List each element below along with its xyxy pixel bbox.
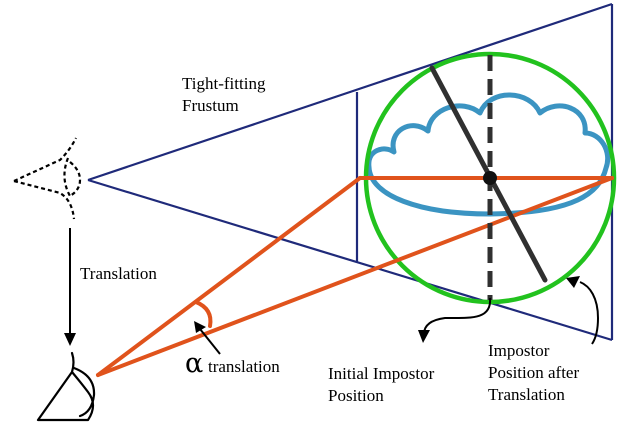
- initial-impostor-label-line1: Initial Impostor: [328, 364, 435, 383]
- alpha-translation-label: translation: [208, 357, 280, 376]
- translation-arrow: [64, 228, 76, 346]
- translated-sightline-upper: [96, 176, 362, 377]
- sphere-center-dot: [483, 171, 497, 185]
- after-translation-label-line3: Translation: [488, 385, 565, 404]
- alpha-symbol: α: [185, 348, 203, 379]
- initial-impostor-pointer: [418, 297, 492, 343]
- frustum: [87, 2, 614, 342]
- translation-label: Translation: [80, 264, 157, 283]
- frustum-label-line2: Frustum: [182, 96, 239, 115]
- after-translation-label-line2: Position after: [488, 363, 579, 382]
- frustum-bottom-edge: [87, 178, 613, 342]
- after-translation-label-line1: Impostor: [488, 341, 550, 360]
- initial-eye-icon: [13, 137, 82, 220]
- translated-eye-icon: [36, 351, 96, 422]
- frustum-label-line1: Tight-fitting: [182, 74, 266, 93]
- alpha-pointer: [194, 321, 221, 355]
- initial-impostor-label-line2: Position: [328, 386, 384, 405]
- frustum-top-edge: [87, 2, 613, 182]
- translated-impostor-pointer: [566, 276, 600, 345]
- translated-sightline-lower: [96, 176, 614, 377]
- alpha-angle-arc: [194, 300, 213, 328]
